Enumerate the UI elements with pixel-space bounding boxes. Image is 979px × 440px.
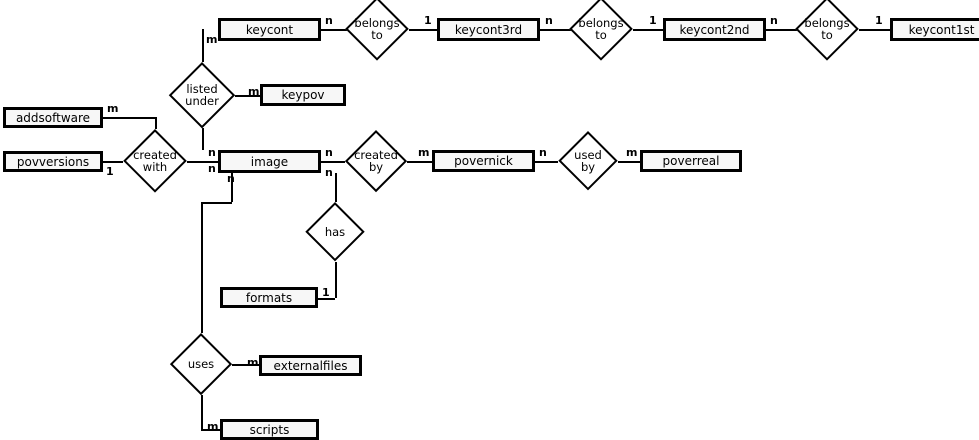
entity-label: scripts — [249, 422, 290, 437]
diamond-shape — [170, 333, 232, 395]
cardinality-c-keycont-n: n — [325, 14, 333, 27]
entity-label: poverreal — [662, 154, 720, 168]
cardinality-c-image-n-uses: n — [227, 172, 235, 185]
connector-h-addsoftware-corner — [103, 117, 155, 119]
relationship-listed-under[interactable]: listed under — [169, 62, 235, 128]
connector-h-povversions-created — [103, 161, 123, 163]
entity-externalfiles[interactable]: externalfiles — [259, 355, 362, 376]
entity-label: keycont3rd — [454, 22, 523, 37]
cardinality-c-image-n-has: n — [325, 166, 333, 179]
entity-label: externalfiles — [273, 358, 348, 373]
cardinality-c-keycont2nd-1: 1 — [649, 14, 657, 27]
cardinality-c-keypov-m: m — [248, 85, 260, 98]
connector-h-listed-keypov — [235, 95, 260, 97]
cardinality-c-keycont-m: m — [206, 33, 218, 46]
connector-h-uses-externalfiles — [232, 364, 259, 366]
cardinality-c-keycont3rd-n: n — [545, 14, 553, 27]
connector-v-has-formats — [335, 262, 337, 298]
cardinality-c-externalfiles-m: m — [247, 356, 259, 369]
connector-h-povernick-usedby — [535, 161, 558, 163]
cardinality-c-keycont1st-1: 1 — [875, 14, 883, 27]
diamond-shape — [305, 202, 365, 262]
cardinality-c-keycont2nd-n: n — [770, 14, 778, 27]
entity-keycont3rd[interactable]: keycont3rd — [437, 18, 540, 41]
diamond-shape — [345, 0, 409, 61]
connector-v-uses-scripts — [201, 395, 203, 429]
connector-h-keycont2nd-belongs3 — [766, 29, 797, 31]
connector-h-created-image — [187, 161, 218, 163]
cardinality-c-poverreal-m: m — [626, 146, 638, 159]
cardinality-c-povernick-m: m — [418, 146, 430, 159]
relationship-belongs-to-3[interactable]: belongs to — [795, 0, 859, 61]
connector-h-formats-has — [318, 298, 335, 300]
cardinality-c-image-n-bl: n — [208, 162, 216, 175]
diamond-shape — [169, 62, 235, 128]
connector-h-keycont-belongs1 — [321, 29, 347, 31]
entity-scripts[interactable]: scripts — [220, 419, 319, 440]
connector-h-image-usesjog — [201, 202, 232, 204]
cardinality-c-scripts-m: m — [207, 420, 219, 433]
entity-addsoftware[interactable]: addsoftware — [3, 107, 103, 128]
entity-keycont2nd[interactable]: keycont2nd — [663, 18, 766, 41]
connector-v-listed-image — [202, 128, 204, 150]
connector-v-image-uses — [231, 173, 233, 202]
entity-formats[interactable]: formats — [220, 287, 318, 308]
connector-h-keycont3rd-belongs2 — [540, 29, 571, 31]
entity-label: povernick — [454, 154, 513, 168]
connector-v-addsoftware-rel — [155, 117, 157, 129]
entity-label: povversions — [16, 154, 90, 169]
connector-h-belongs2-keycont2nd — [633, 29, 663, 31]
diamond-shape — [795, 0, 859, 61]
diamond-shape — [569, 0, 633, 61]
relationship-belongs-to-1[interactable]: belongs to — [345, 0, 409, 61]
entity-label: keycont1st — [908, 22, 975, 37]
diamond-shape — [123, 129, 187, 193]
entity-label: image — [250, 154, 289, 169]
entity-povernick[interactable]: povernick — [432, 150, 535, 172]
cardinality-c-povversions-1: 1 — [106, 165, 114, 178]
relationship-used-by[interactable]: used by — [558, 131, 618, 191]
entity-poverreal[interactable]: poverreal — [640, 150, 742, 172]
cardinality-c-addsoftware-m: m — [107, 102, 119, 115]
entity-label: keycont2nd — [679, 22, 750, 37]
connector-h-belongs1-keycont3rd — [409, 29, 437, 31]
connector-h-belongs3-keycont1st — [859, 29, 890, 31]
connector-h-createdby-povernick — [407, 161, 432, 163]
relationship-has[interactable]: has — [305, 202, 365, 262]
relationship-created-by[interactable]: created by — [345, 130, 407, 192]
connector-v-image-has — [335, 173, 337, 202]
entity-label: keypov — [281, 88, 325, 102]
diamond-shape — [558, 131, 618, 191]
diamond-shape — [345, 130, 407, 192]
entity-label: formats — [245, 290, 293, 305]
cardinality-c-povernick-n: n — [539, 146, 547, 159]
cardinality-c-formats-1: 1 — [322, 286, 330, 299]
entity-keypov[interactable]: keypov — [260, 84, 346, 106]
entity-label: addsoftware — [15, 110, 91, 125]
cardinality-c-keycont3rd-1: 1 — [424, 14, 432, 27]
entity-keycont1st[interactable]: keycont1st — [890, 18, 979, 41]
entity-povversions[interactable]: povversions — [3, 151, 103, 172]
connector-h-usedby-poverreal — [618, 161, 640, 163]
relationship-uses[interactable]: uses — [170, 333, 232, 395]
relationship-created-with[interactable]: created with — [123, 129, 187, 193]
connector-h-image-createdby — [321, 161, 345, 163]
entity-label: keycont — [245, 22, 294, 37]
entity-keycont[interactable]: keycont — [218, 18, 321, 41]
cardinality-c-image-n-tl: n — [208, 146, 216, 159]
connector-v-usesjog-uses — [201, 202, 203, 333]
cardinality-c-image-n-tr: n — [325, 146, 333, 159]
connector-h-uses-scripts — [201, 429, 220, 431]
connector-v-keycont-listed — [202, 29, 204, 62]
relationship-belongs-to-2[interactable]: belongs to — [569, 0, 633, 61]
entity-image[interactable]: image — [218, 150, 321, 173]
